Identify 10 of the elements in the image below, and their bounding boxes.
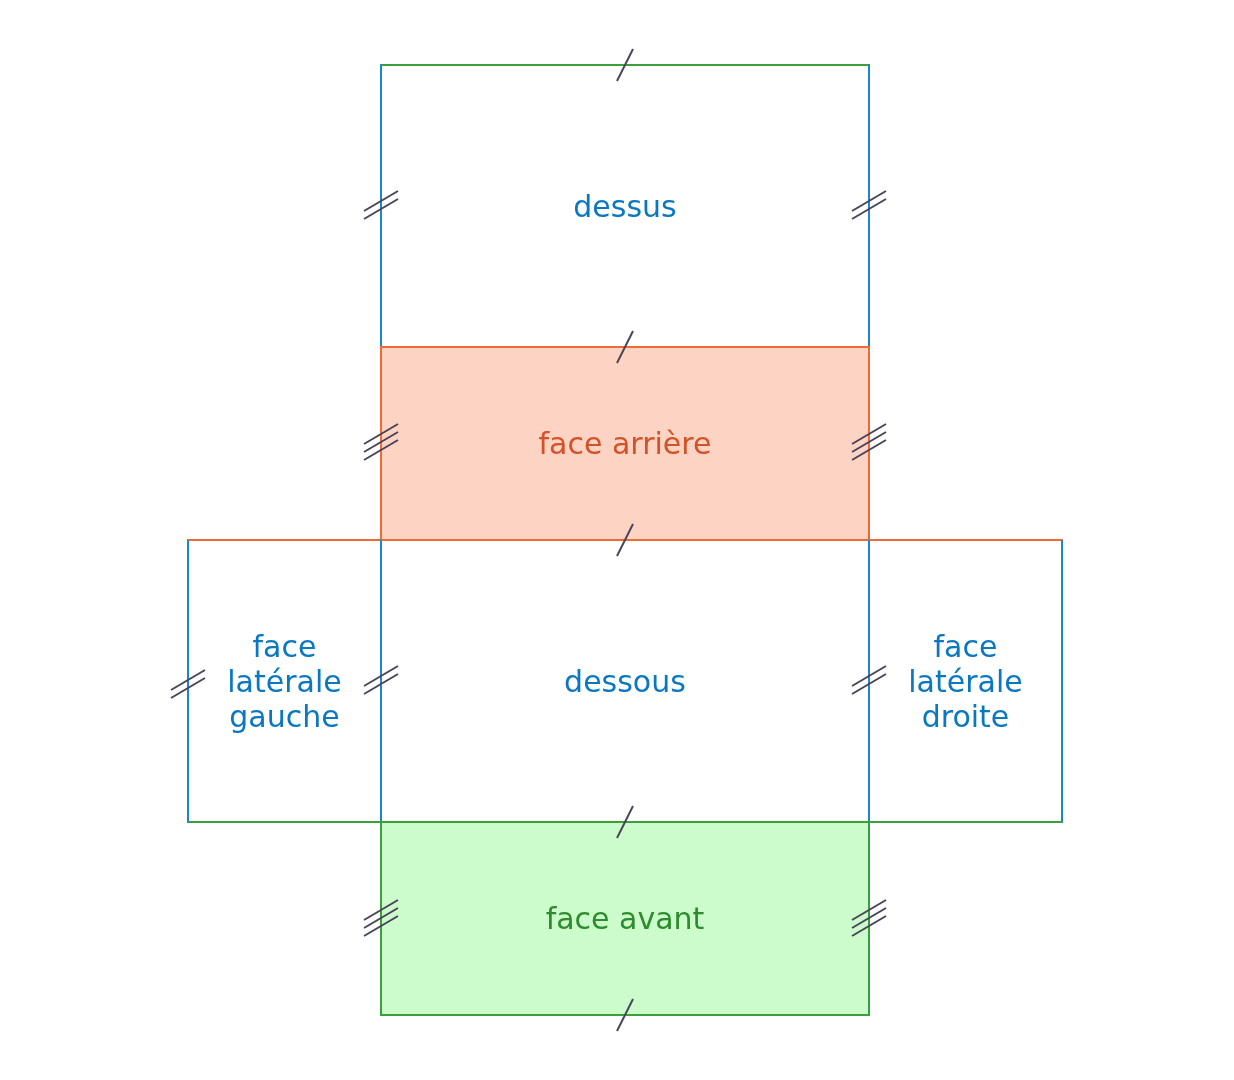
face-label: dessous (564, 663, 686, 699)
right-side-face (868, 539, 1063, 823)
back-face (380, 346, 870, 541)
face-label: dessus (573, 188, 677, 224)
left-side-face (187, 539, 382, 823)
front-face (380, 821, 870, 1016)
face-label: face avant (545, 901, 705, 936)
face-label: face latérale gauche (226, 628, 343, 734)
face-label: face arrière (538, 426, 712, 461)
face-label: face latérale droite (907, 628, 1024, 734)
